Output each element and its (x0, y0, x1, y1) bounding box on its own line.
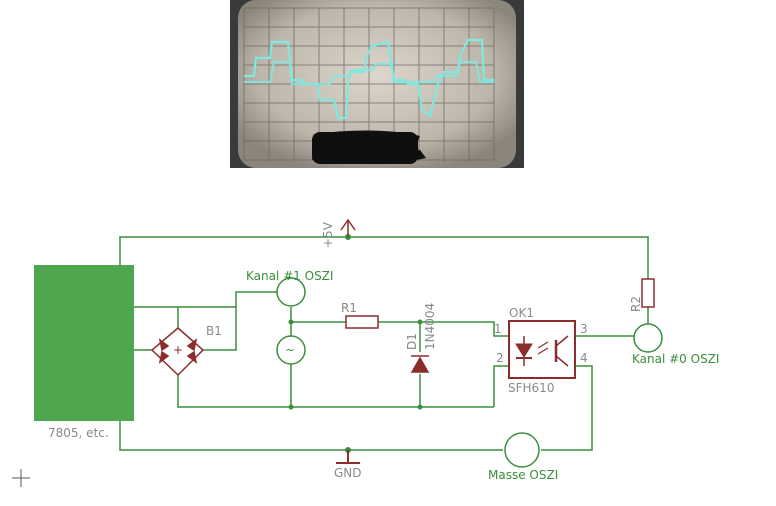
kanal1-label: Kanal #1 OSZI (246, 269, 333, 283)
masse-probe-icon (504, 432, 540, 468)
ok1-value: SFH610 (508, 381, 554, 395)
r2-label: R2 (629, 296, 643, 312)
gnd-symbol (336, 450, 360, 464)
ok1-pin2: 2 (496, 351, 504, 365)
redaction-block (312, 132, 418, 164)
ok1-pin4: 4 (580, 351, 588, 365)
bridge-plus: + (173, 343, 183, 357)
ok1-pin1: 1 (494, 322, 502, 336)
kanal0-label: Kanal #0 OSZI (632, 352, 719, 366)
masse-label: Masse OSZI (488, 468, 558, 482)
resistor-r1 (345, 315, 379, 329)
d1-label: D1 (405, 333, 419, 350)
diode-d1 (410, 355, 430, 373)
kanal1-probe-icon (276, 277, 306, 307)
wires (119, 236, 649, 451)
gnd-label: GND (334, 466, 362, 480)
bridge-label: B1 (206, 324, 222, 338)
optocoupler-ok1 (508, 320, 576, 379)
scope-traces (244, 38, 494, 120)
oscilloscope-photo (230, 0, 524, 168)
ok1-pin3: 3 (580, 322, 588, 336)
resistor-r2 (641, 278, 655, 308)
d1-value: 1N4004 (423, 303, 437, 350)
supply-block (34, 265, 134, 421)
origin-crosshair-icon (12, 469, 30, 487)
supply-block-label: 7805, etc. (48, 426, 109, 440)
junctions (288, 234, 423, 453)
ok1-label: OK1 (509, 306, 534, 320)
r1-label: R1 (341, 301, 357, 315)
kanal0-probe-icon (633, 323, 663, 353)
ac-source-symbol: ~ (285, 343, 295, 357)
vcc-label: +5V (321, 221, 335, 248)
ac-source-icon (276, 335, 306, 365)
bridge-rectifier (150, 327, 205, 377)
vcc-symbol (340, 218, 356, 237)
